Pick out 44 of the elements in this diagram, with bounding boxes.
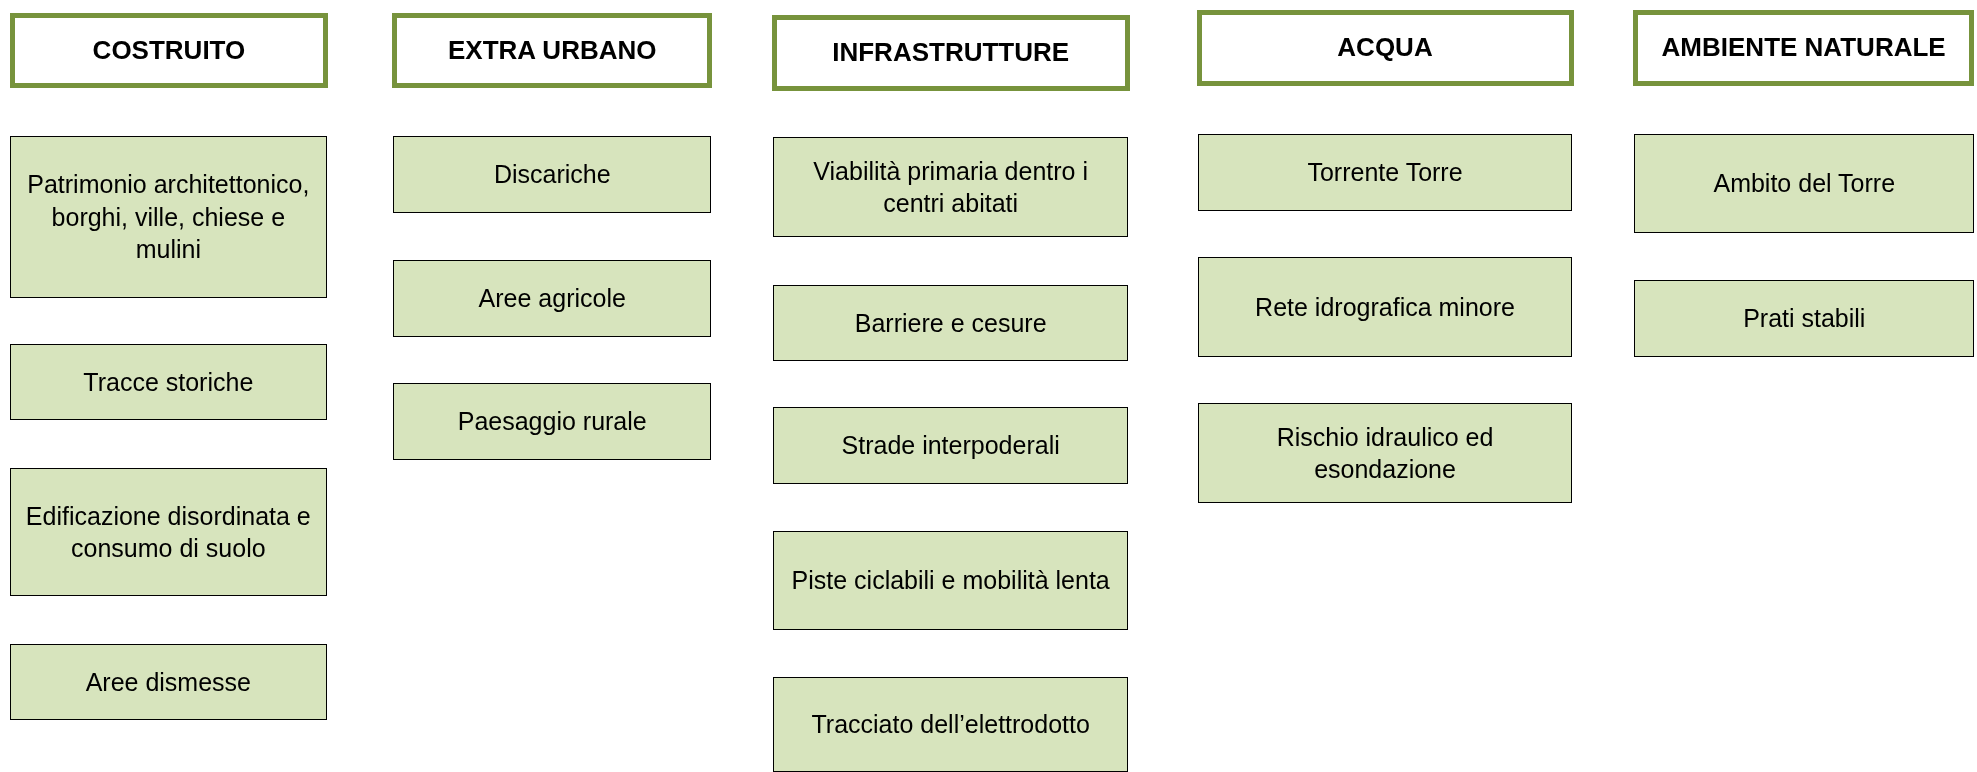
category-title: AMBIENTE NATURALE [1661, 32, 1946, 64]
category-header [1632, 10, 1975, 86]
topic-text: Rete idrografica minore [1255, 291, 1515, 323]
category-header [10, 12, 328, 89]
topic-box [772, 677, 1129, 772]
topic-box [1197, 403, 1573, 504]
topic-box [1634, 279, 1975, 357]
topic-text: Barriere e cesure [854, 307, 1047, 339]
topic-text: Prati stabili [1743, 303, 1866, 335]
topic-text: Piste ciclabili e mobilità lenta [791, 565, 1110, 597]
topic-box [772, 137, 1129, 237]
topic-box [393, 259, 712, 337]
category-title: COSTRUITO [92, 34, 246, 66]
topic-box [10, 344, 327, 420]
category-title: INFRASTRUTTURE [832, 37, 1070, 69]
topic-text: Rischio idraulico ed esondazione [1275, 421, 1495, 486]
topic-text: Torrente Torre [1307, 156, 1463, 188]
topic-text: Strade interpoderali [841, 430, 1060, 462]
category-title: ACQUA [1337, 32, 1433, 64]
topic-box [393, 383, 712, 461]
topic-text: Tracciato dell’elettrodotto [811, 709, 1090, 741]
category-header [771, 15, 1130, 91]
topic-box [10, 644, 327, 720]
topic-text: Discariche [493, 159, 611, 191]
topic-text: Aree agricole [478, 282, 626, 314]
topic-box [1634, 133, 1975, 234]
topic-box [772, 530, 1129, 631]
category-title: EXTRA URBANO [448, 34, 657, 66]
topic-box [772, 284, 1129, 361]
category-header [1196, 10, 1574, 86]
topic-text: Aree dismesse [85, 666, 251, 698]
topic-text: Ambito del Torre [1713, 168, 1896, 200]
topic-box [772, 407, 1129, 485]
topic-text: Viabilità primaria dentro i centri abitati [812, 155, 1089, 220]
topic-text: Paesaggio rurale [457, 406, 647, 438]
topic-box [10, 467, 327, 597]
topic-text: Patrimonio architettonico, borghi, ville, chiese e mulini [26, 169, 311, 266]
topic-text: Edificazione disordinata e consumo di suolo [24, 500, 312, 565]
topic-box [10, 136, 327, 298]
topic-box [1197, 257, 1573, 357]
category-header [392, 12, 713, 89]
topic-box [393, 136, 712, 214]
topic-text: Tracce storiche [83, 366, 254, 398]
topic-box [1197, 133, 1573, 211]
